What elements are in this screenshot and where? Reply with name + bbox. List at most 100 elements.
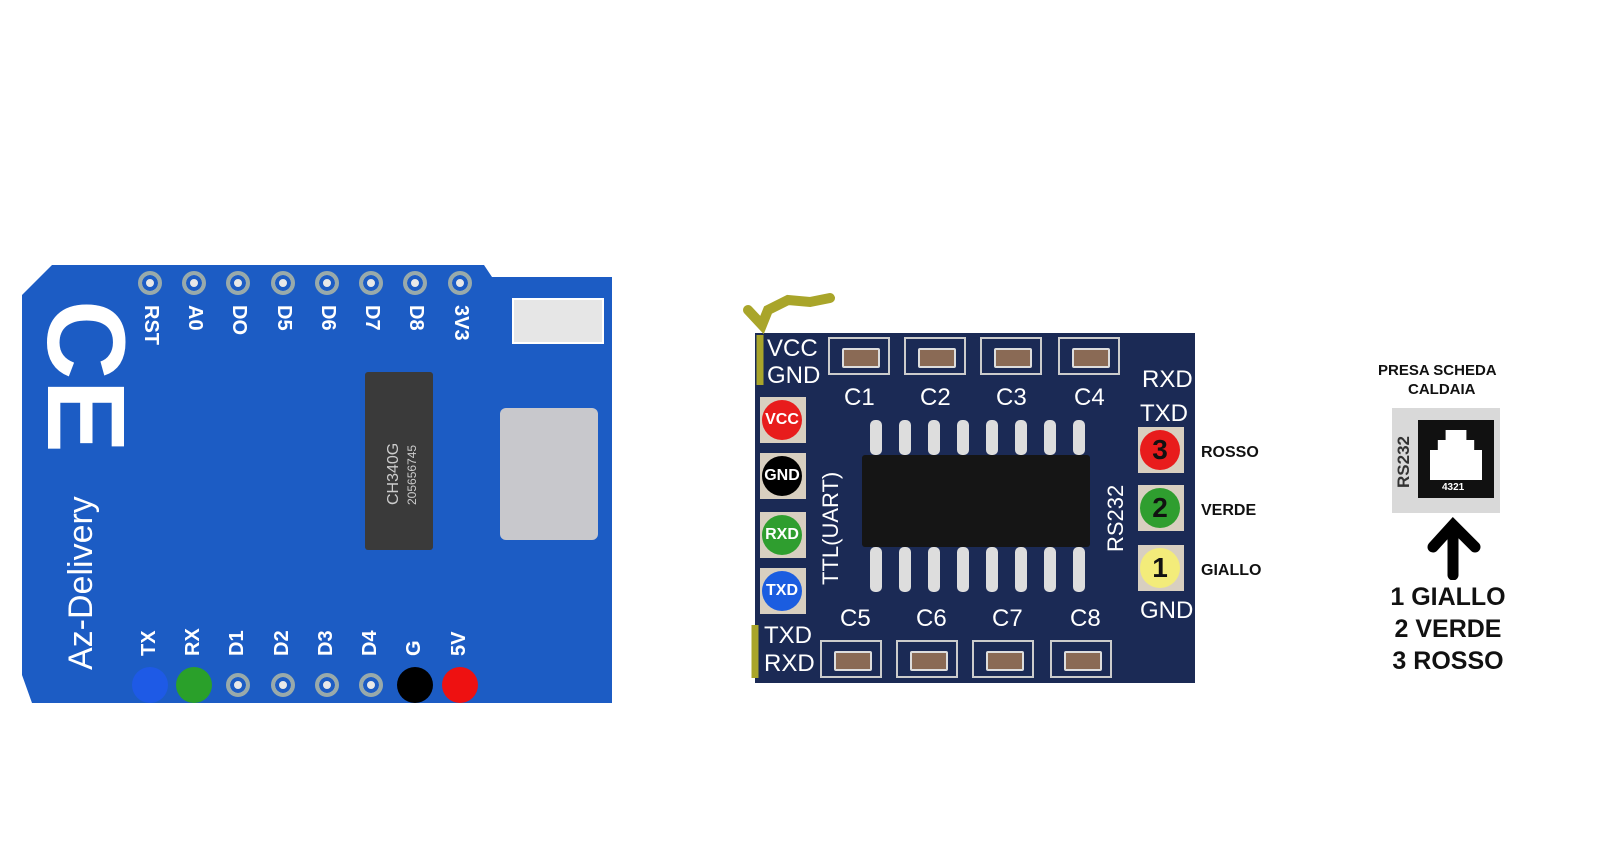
- ch340-chip: [365, 372, 433, 550]
- capacitor: [1058, 337, 1120, 375]
- bottom-pin-label: D1: [226, 630, 248, 656]
- label-txd-bottom: TXD: [764, 622, 812, 649]
- label-vcc-top: VCC: [767, 335, 818, 362]
- chip-leg: [870, 420, 882, 455]
- top-pin-label: 3V3: [450, 305, 472, 341]
- reset-switch[interactable]: [512, 298, 604, 344]
- socket-title-2: CALDAIA: [1408, 381, 1476, 398]
- pin-number-3: 3: [1140, 430, 1180, 470]
- top-pin-label: D8: [405, 305, 427, 331]
- capacitor: [828, 337, 890, 375]
- capacitor: [820, 640, 882, 678]
- hand-drawn-marks: [743, 293, 835, 678]
- bottom-pin-label: RX: [182, 628, 204, 656]
- wire-color-label: ROSSO: [1201, 444, 1259, 461]
- ttl-uart-label: TTL(UART): [818, 471, 843, 585]
- ce-mark: CE: [24, 300, 147, 453]
- wire-color-label: VERDE: [1201, 502, 1257, 519]
- top-pin[interactable]: [359, 271, 383, 295]
- label-rxd-bottom: RXD: [764, 650, 815, 677]
- capacitor: [1050, 640, 1112, 678]
- top-pin[interactable]: [448, 271, 472, 295]
- cap-label: C3: [996, 384, 1027, 411]
- top-pin[interactable]: [271, 271, 295, 295]
- pin-dot-vcc: VCC: [762, 400, 802, 440]
- bottom-pin-label: D4: [359, 630, 381, 656]
- top-pin[interactable]: [226, 271, 250, 295]
- bottom-pin[interactable]: [359, 673, 383, 697]
- top-pin[interactable]: [403, 271, 427, 295]
- legend-1: 1 GIALLO: [1390, 583, 1506, 611]
- cap-label: C5: [840, 605, 871, 632]
- legend-2: 2 VERDE: [1394, 615, 1502, 643]
- wire-dot-rx: [176, 667, 212, 703]
- capacitor: [972, 640, 1034, 678]
- label-gnd-right: GND: [1140, 597, 1194, 624]
- top-pin-label: D5: [273, 305, 295, 331]
- chip-leg: [1044, 420, 1056, 455]
- cap-label: C6: [916, 605, 947, 632]
- cap-label: C7: [992, 605, 1023, 632]
- chip-leg: [899, 420, 911, 455]
- chip-leg: [928, 420, 940, 455]
- bottom-pin-label: D3: [315, 630, 337, 656]
- cap-label: C1: [844, 384, 875, 411]
- cap-label: C2: [920, 384, 951, 411]
- chip-leg: [957, 420, 969, 455]
- cap-label: C8: [1070, 605, 1101, 632]
- bottom-pin-label: G: [403, 640, 425, 656]
- label-gnd-top: GND: [767, 362, 821, 389]
- chip-leg: [957, 547, 969, 592]
- socket-title-1: PRESA SCHEDA: [1378, 362, 1497, 379]
- chip-code: 205656745: [405, 444, 419, 505]
- top-pin-label: RST: [140, 305, 162, 345]
- top-pin-label: DO: [228, 305, 250, 335]
- chip-leg: [1015, 547, 1027, 592]
- top-pin-label: D6: [317, 305, 339, 331]
- bottom-pin-label: 5V: [448, 631, 470, 656]
- top-pin[interactable]: [138, 271, 162, 295]
- chip-leg: [1073, 420, 1085, 455]
- rj-socket: 4321 RS232: [1392, 408, 1500, 513]
- cap-label: C4: [1074, 384, 1105, 411]
- wire-dot-g: [397, 667, 433, 703]
- chip-leg: [1015, 420, 1027, 455]
- bottom-pin-label: D2: [271, 630, 293, 656]
- pin-dot-txd: TXD: [762, 571, 802, 611]
- chip-leg: [986, 547, 998, 592]
- chip-leg: [899, 547, 911, 592]
- pin-number-2: 2: [1140, 488, 1180, 528]
- top-pin-label: A0: [184, 305, 206, 331]
- pin-dot-gnd: GND: [762, 456, 802, 496]
- label-rxd-right: RXD: [1142, 366, 1193, 393]
- wire-dot-tx: [132, 667, 168, 703]
- capacitor: [904, 337, 966, 375]
- label-txd-right: TXD: [1140, 400, 1188, 427]
- pin-number-1: 1: [1140, 548, 1180, 588]
- capacitor: [980, 337, 1042, 375]
- chip-label: CH340G: [385, 442, 402, 505]
- chip-leg: [986, 420, 998, 455]
- top-pin[interactable]: [315, 271, 339, 295]
- wire-color-label: GIALLO: [1201, 562, 1262, 579]
- bottom-pin-label: TX: [138, 630, 160, 656]
- port-label: RS232: [1394, 436, 1413, 488]
- chip-leg: [928, 547, 940, 592]
- usb-port: [500, 408, 598, 540]
- top-pin[interactable]: [182, 271, 206, 295]
- bottom-pin[interactable]: [226, 673, 250, 697]
- rs232-label: RS232: [1103, 484, 1128, 552]
- capacitor: [896, 640, 958, 678]
- legend-3: 3 ROSSO: [1392, 647, 1504, 675]
- pin-numbers: 4321: [1442, 482, 1465, 493]
- chip-leg: [870, 547, 882, 592]
- max3232-chip: [862, 455, 1090, 547]
- chip-leg: [1073, 547, 1085, 592]
- brand-label: Az-Delivery: [62, 496, 100, 670]
- wire-dot-5v: [442, 667, 478, 703]
- arrow-up-icon: [1427, 517, 1481, 580]
- top-pin-label: D7: [361, 305, 383, 331]
- bottom-pin[interactable]: [315, 673, 339, 697]
- bottom-pin[interactable]: [271, 673, 295, 697]
- pin-dot-rxd: RXD: [762, 515, 802, 555]
